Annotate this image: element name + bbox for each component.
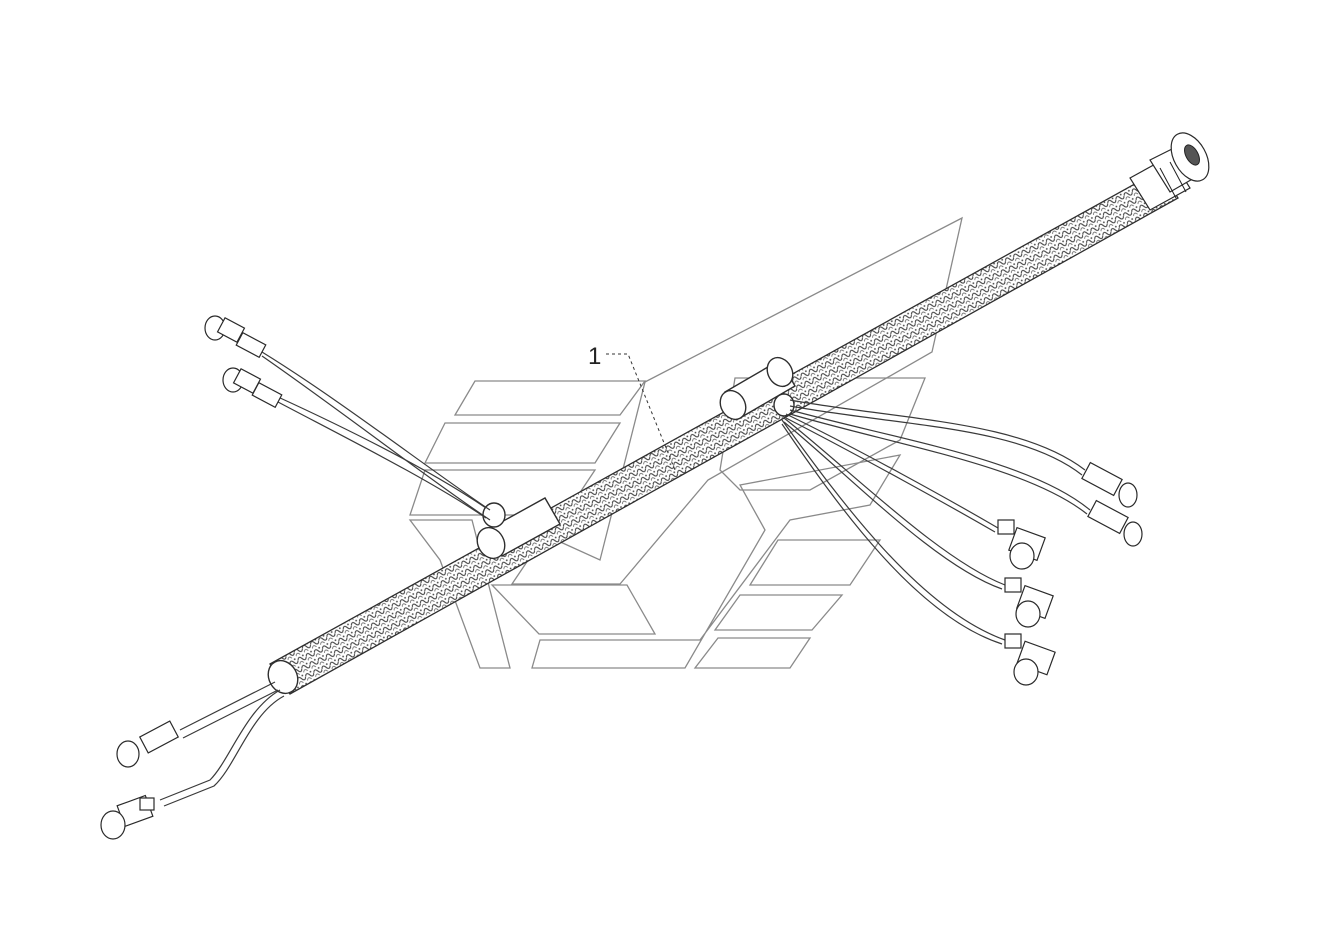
watermark-logo: [408, 216, 963, 669]
lower-left-branch: [100, 681, 285, 840]
callout-label: 1: [588, 343, 601, 370]
upper-left-branch: [204, 315, 491, 521]
main-end-connector: [1129, 132, 1210, 211]
callout-leader: [606, 353, 676, 471]
callout-1: 1: [588, 343, 676, 471]
right-branch: [781, 399, 1143, 686]
